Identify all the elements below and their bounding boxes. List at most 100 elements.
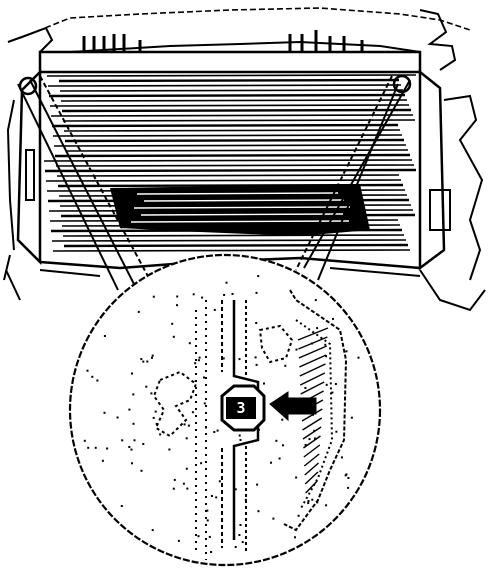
left-side-tank [16, 68, 42, 266]
stipple-dot [216, 429, 219, 432]
stipple-dot [213, 308, 216, 311]
stipple-dot [345, 350, 348, 353]
stipple-dot [324, 343, 327, 346]
stipple-dot [325, 504, 328, 507]
stipple-dot [94, 446, 97, 449]
stipple-dot [128, 446, 131, 448]
stipple-dot [191, 411, 194, 414]
panel-hatch-line [302, 426, 322, 440]
stipple-dot [307, 500, 310, 502]
stipple-dot [238, 434, 241, 437]
stipple-dot [206, 509, 209, 512]
stipple-dot [225, 281, 228, 284]
core-fin-line [64, 138, 405, 143]
panel-hatch-line [299, 372, 326, 386]
stipple-dot [234, 546, 237, 548]
leader-line-right-inner [317, 83, 399, 281]
core-fin-line [46, 74, 417, 77]
header-fasteners-right [288, 30, 364, 52]
panel-hatch-line [305, 480, 318, 494]
stipple-dot [159, 433, 162, 436]
stipple-dot [257, 428, 260, 431]
core-fin-line [51, 239, 407, 242]
stipple-dot [194, 362, 197, 365]
stipple-dot [188, 342, 191, 345]
stipple-dot [183, 423, 186, 426]
stipple-dot [87, 446, 90, 449]
stipple-dot [316, 327, 319, 330]
panel-hatch-line [302, 435, 321, 449]
stipple-dot [347, 477, 350, 479]
core-fin-line [55, 164, 415, 167]
core-band-gap [140, 213, 344, 216]
stipple-dot [257, 510, 260, 513]
stipple-dot [116, 416, 119, 419]
detail-right-blob [258, 324, 294, 364]
stipple-dot [151, 356, 153, 359]
stipple-dot [121, 439, 124, 442]
pointer-arrow-icon [269, 391, 317, 422]
stipple-dot [205, 426, 207, 429]
core-band-gap [136, 192, 339, 195]
stipple-dot [311, 498, 314, 501]
detail-right-panel [283, 289, 348, 532]
stipple-dot [197, 359, 200, 362]
core-fin-line [52, 134, 403, 137]
stipple-dot [215, 496, 218, 499]
stipple-dot [173, 478, 176, 481]
panel-hatch-line [299, 354, 327, 368]
stipple-dot [272, 517, 275, 520]
core-fin-line [48, 93, 406, 98]
stipple-dot [278, 457, 281, 460]
stipple-dot [203, 376, 205, 379]
core-fin-line [62, 234, 405, 237]
stipple-dot [244, 498, 247, 501]
stipple-dot [150, 392, 153, 395]
stipple-dot [200, 462, 203, 465]
stipple-dot [142, 360, 145, 363]
stipple-dot [152, 295, 155, 298]
stipple-dot [194, 380, 197, 383]
stipple-dot [171, 322, 174, 325]
panel-hatch-line [304, 471, 319, 485]
callout-fastener: 3 [220, 384, 266, 432]
panel-hatch-line [297, 327, 329, 341]
stipple-dot [192, 293, 195, 296]
stipple-dot [284, 364, 287, 367]
panel-hatch-line [303, 444, 321, 458]
stipple-dot [313, 429, 316, 432]
core-band-gap [130, 220, 350, 223]
stipple-dot [238, 534, 241, 536]
stipple-dot [131, 462, 133, 465]
stipple-dot [222, 357, 225, 360]
stipple-dot [186, 487, 189, 490]
stipple-dot [255, 363, 258, 366]
leader-line-left-outer [17, 83, 119, 291]
clip-mark-left [18, 76, 38, 96]
stipple-dot [106, 447, 109, 450]
stipple-dot [120, 505, 123, 507]
panel-hatch-line [304, 462, 320, 476]
stipple-dot [152, 416, 155, 419]
stipple-dot [241, 541, 244, 544]
detail-right-panel-inner [295, 319, 334, 511]
stipple-dot [316, 501, 319, 504]
clip-mark-right [392, 74, 412, 94]
stipple-dot [176, 295, 179, 298]
bottom-frame-lower [39, 267, 421, 277]
stipple-dot [345, 473, 348, 476]
core-fin-line [59, 89, 404, 92]
stipple-dot [304, 387, 307, 389]
top-header-rail [38, 50, 422, 74]
callout-leader-lines [17, 74, 412, 291]
stipple-dot [103, 411, 106, 414]
core-fin-line [52, 249, 411, 252]
core-fin-line [58, 78, 400, 83]
stipple-dot [86, 369, 89, 372]
stipple-dot [255, 291, 258, 294]
core-band-gap [143, 199, 345, 202]
callout-label: 3 [236, 399, 245, 417]
leader-line-left-mid [39, 75, 151, 281]
stipple-dot [131, 372, 133, 375]
stipple-dot [201, 296, 204, 299]
